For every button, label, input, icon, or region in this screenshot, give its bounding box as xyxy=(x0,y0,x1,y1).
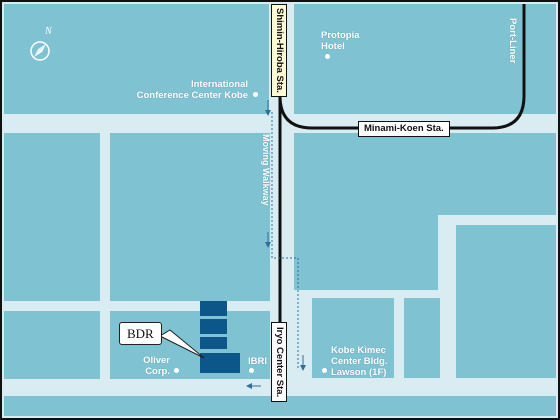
block xyxy=(294,133,556,215)
moving-walkway-label: Moving Walkway xyxy=(261,134,271,206)
oliver-corp-label: Oliver Corp. xyxy=(120,355,170,377)
bdr-building xyxy=(200,353,240,373)
compass-north-label: N xyxy=(45,26,52,37)
building xyxy=(200,337,227,349)
location-dot-icon xyxy=(322,368,327,373)
protopia-hotel-label: Protopia Hotel xyxy=(321,30,360,52)
location-dot-icon xyxy=(249,368,254,373)
building xyxy=(200,301,227,316)
location-dot-icon xyxy=(325,54,330,59)
kobe-kimec-label: Kobe Kimec Center Bldg. xyxy=(331,345,387,367)
place-name: International xyxy=(190,79,248,90)
port-liner-label: Port-Liner xyxy=(507,18,518,64)
shimin-hiroba-station: Shimin-Hiroba Sta. xyxy=(271,4,287,97)
block xyxy=(4,133,100,301)
block xyxy=(4,396,556,416)
block xyxy=(312,298,394,378)
place-name: Kobe Kimec xyxy=(331,345,386,356)
iryo-center-station: Iryo Center Sta. xyxy=(271,322,287,403)
bdr-callout: BDR xyxy=(119,322,162,345)
block xyxy=(404,298,440,378)
block xyxy=(294,215,438,290)
place-name: Conference Center Kobe xyxy=(136,90,248,101)
lawson-label: Lawson (1F) xyxy=(331,367,387,378)
location-dot-icon xyxy=(253,92,258,97)
place-name: Center Bldg. xyxy=(331,356,388,367)
place-name: Hotel xyxy=(321,41,345,52)
building xyxy=(200,319,227,334)
block xyxy=(110,133,270,301)
moving-walkway-path xyxy=(271,112,299,368)
place-name: Protopia xyxy=(321,30,360,41)
place-name: Oliver xyxy=(143,355,170,366)
block xyxy=(4,311,100,379)
minami-koen-station: Minami-Koen Sta. xyxy=(358,121,450,137)
block xyxy=(456,225,556,378)
block xyxy=(294,4,556,114)
callout-pointer xyxy=(158,329,205,359)
compass-icon xyxy=(30,41,50,61)
ibri-label: IBRI xyxy=(248,356,267,367)
international-conference-center-label: International Conference Center Kobe xyxy=(120,79,248,101)
location-dot-icon xyxy=(174,368,179,373)
block xyxy=(4,4,269,114)
place-name: Corp. xyxy=(145,366,170,377)
